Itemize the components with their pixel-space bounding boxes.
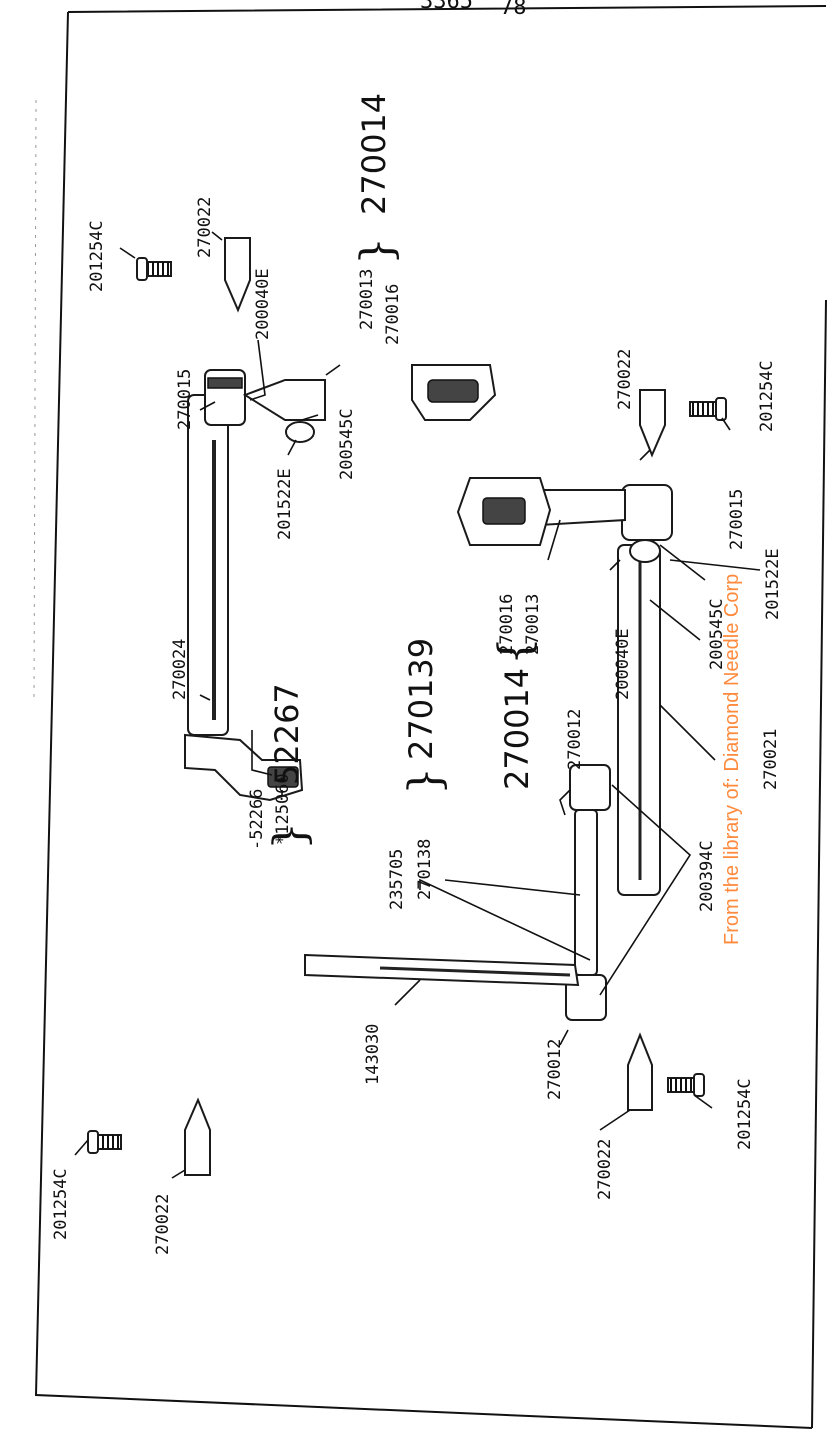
collar-270015-b — [621, 484, 673, 541]
screw-201254c-bottom-right — [667, 1073, 705, 1097]
label-270012-b: 270012 — [545, 1039, 565, 1100]
link-270138 — [574, 809, 598, 976]
label-270022-b: 270022 — [153, 1194, 173, 1255]
upper-shaft-assembly — [184, 364, 497, 802]
set-screw-52266 — [267, 766, 299, 788]
screw-201254c-bottom-left — [87, 1130, 122, 1154]
braces: } } } { — [265, 237, 541, 850]
label-201254c-d: 201254C — [735, 1078, 755, 1150]
left-edge-mark — [33, 99, 37, 701]
label-270022-a: 270022 — [195, 197, 215, 258]
bushing-201522e-a — [285, 421, 315, 443]
header-fragment: 3365 — [420, 0, 473, 14]
label-270014-a: 270014 — [355, 93, 393, 215]
label-52267: 52267 — [268, 683, 306, 785]
brace-270014-b: { — [490, 637, 541, 665]
label-270016-b: 270016 — [497, 594, 517, 655]
label-270139: 270139 — [402, 638, 440, 760]
label-270014-b: 270014 — [498, 668, 536, 790]
bearing-rollers-a — [427, 379, 479, 403]
brace-270014-a: } — [352, 237, 403, 265]
screw-201254c-right — [689, 397, 727, 421]
lower-shaft-assembly — [456, 477, 673, 1021]
screw-201254c-top — [136, 257, 172, 281]
page-border — [34, 5, 827, 1429]
watermark: From the library of: Diamond Needle Corp — [721, 574, 743, 945]
label-52266: -52266 — [247, 789, 267, 850]
link-270013-a — [242, 379, 326, 421]
label-201522e-a: 201522E — [275, 468, 295, 540]
label-200040e-a: 200040E — [253, 268, 273, 340]
label-270012-a: 270012 — [565, 709, 585, 770]
link-270013-b — [539, 489, 626, 527]
plug-270022-bottom-left — [184, 1097, 211, 1176]
label-270013-a: 270013 — [357, 269, 377, 330]
label-270015-b: 270015 — [727, 489, 747, 550]
label-201254c-b: 201254C — [51, 1168, 71, 1240]
label-270022-d: 270022 — [595, 1139, 615, 1200]
label-143030: 143030 — [363, 1024, 383, 1085]
label-270021: 270021 — [761, 729, 781, 790]
label-201254c-a: 201254C — [87, 220, 107, 292]
label-200545c-b: 200545C — [707, 598, 727, 670]
bearing-rollers-b — [482, 497, 526, 525]
header-page: 78 — [500, 0, 527, 20]
plug-270022-top — [224, 237, 251, 313]
plug-270022-bottom-right — [627, 1032, 653, 1111]
label-270015-a: 270015 — [175, 369, 195, 430]
plug-270022-right — [639, 389, 666, 458]
label-125060: *125060 — [273, 773, 293, 845]
brace-52267: } — [265, 822, 316, 850]
brace-270139: } — [400, 767, 451, 795]
label-201522e-b: 201522E — [763, 548, 783, 620]
label-235705: 235705 — [387, 849, 407, 910]
leader-lines — [74, 231, 761, 1179]
collar-band — [207, 377, 243, 389]
label-200040e-b: 200040E — [613, 628, 633, 700]
bushing-201522e-b — [629, 539, 661, 563]
shaft-270024 — [187, 394, 229, 736]
label-270022-c: 270022 — [615, 349, 635, 410]
label-200545c-a: 200545C — [337, 408, 357, 480]
labels: 201254C 270022 200040E 270013 270016 270… — [51, 93, 783, 1255]
label-201254c-c: 201254C — [757, 360, 777, 432]
label-200394c: 200394C — [697, 840, 717, 912]
label-270138: 270138 — [415, 839, 435, 900]
label-270024: 270024 — [170, 639, 190, 700]
arm-shading — [379, 966, 571, 977]
label-270013-b: 270013 — [523, 594, 543, 655]
label-270016-a: 270016 — [383, 284, 403, 345]
collar-270012-a — [569, 764, 611, 811]
